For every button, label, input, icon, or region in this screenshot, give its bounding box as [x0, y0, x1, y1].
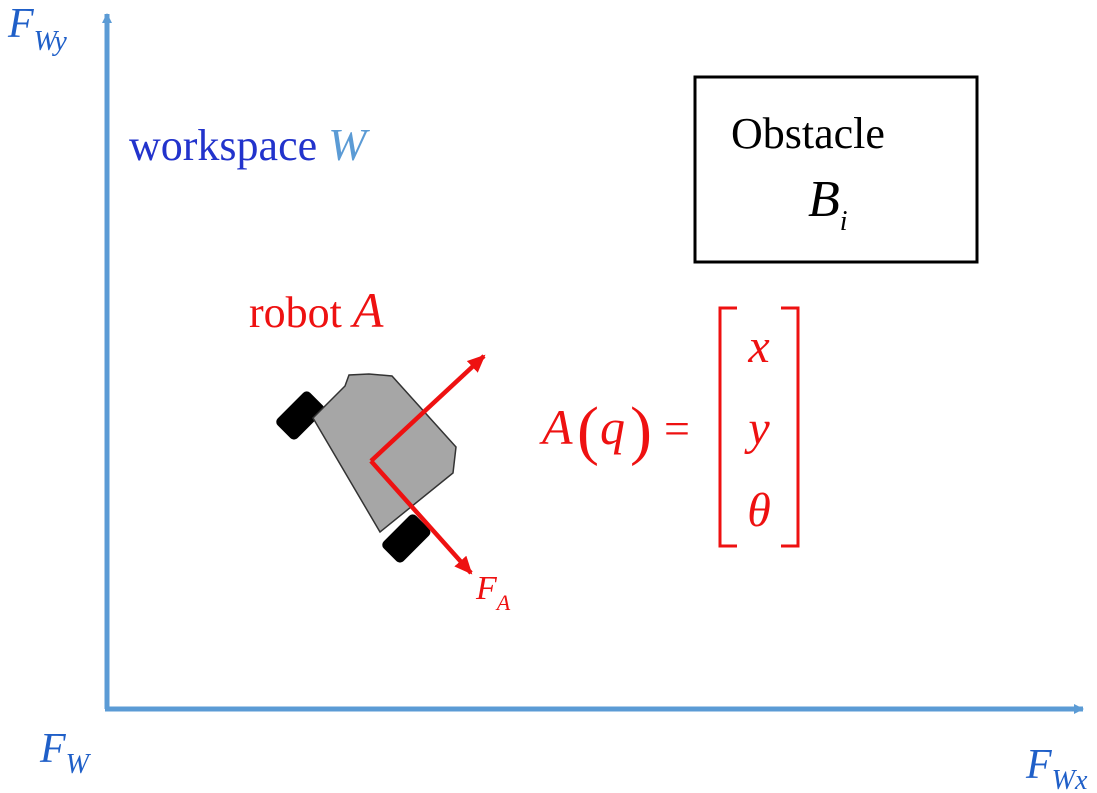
- workspace-label: workspace W: [129, 119, 370, 170]
- vector-x: x: [747, 320, 769, 373]
- x-axis-label: FWx: [1025, 742, 1088, 793]
- equation-argument: q: [600, 399, 625, 455]
- equation-equals: =: [664, 403, 690, 454]
- robot-label: robot A: [249, 282, 384, 338]
- robot: [276, 373, 457, 563]
- left-bracket: [718, 306, 737, 548]
- obstacle-box: [693, 75, 979, 264]
- rear-wheel: [276, 391, 325, 440]
- vector-y: y: [743, 402, 770, 455]
- world-frame-axes: [102, 13, 1084, 714]
- right-bracket: [781, 306, 800, 548]
- equation-lhs-symbol: A: [539, 399, 573, 455]
- obstacle-title: Obstacle: [731, 109, 885, 158]
- configuration-equation: A ( q ) = x y θ: [539, 306, 800, 548]
- obstacle-symbol: Bi: [808, 171, 848, 237]
- robot-heading-arrow: [369, 354, 486, 463]
- origin-frame-label: FW: [39, 726, 92, 780]
- equation-left-paren: (: [577, 394, 599, 467]
- obstacle: Obstacle Bi: [693, 75, 979, 264]
- front-wheel: [382, 514, 431, 563]
- robot-body: [312, 373, 457, 534]
- vector-theta: θ: [747, 484, 771, 537]
- y-axis-label: FWy: [7, 1, 67, 57]
- robot-frame-axes: [369, 354, 486, 575]
- robot-frame-label: FA: [475, 570, 511, 615]
- robot-lateral-arrow: [369, 459, 473, 575]
- equation-right-paren: ): [630, 394, 652, 467]
